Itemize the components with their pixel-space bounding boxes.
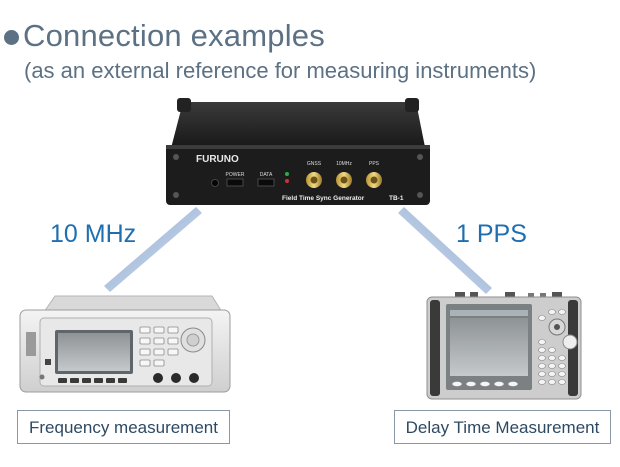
device-name: Field Time Sync Generator — [282, 195, 365, 202]
connection-label-10mhz: 10 MHz — [50, 220, 137, 248]
bullet-icon — [4, 30, 19, 45]
cable-1pps — [398, 207, 492, 294]
page-title: Connection examples — [23, 18, 325, 53]
title-row: Connection examples — [4, 18, 325, 54]
tb1-device: FURUNO POWER DATA GNSS 10MHz PPS Field T… — [166, 98, 430, 205]
port-label-10mhz: 10MHz — [336, 161, 352, 167]
device-brand: FURUNO — [196, 154, 239, 165]
bnc-connector-pps — [366, 172, 382, 188]
cable-10mhz — [104, 207, 202, 292]
connection-label-1pps: 1 PPS — [456, 220, 527, 248]
port-label-data: DATA — [260, 172, 273, 178]
port-label-gnss: GNSS — [307, 161, 322, 167]
caption-frequency-measurement: Frequency measurement — [17, 410, 230, 444]
frequency-counter-instrument — [19, 295, 231, 393]
page-subtitle: (as an external reference for measuring … — [24, 58, 537, 83]
bnc-connector-gnss — [306, 172, 322, 188]
bnc-connector-10mhz — [336, 172, 352, 188]
port-label-power: POWER — [226, 172, 245, 178]
caption-delay-time-measurement: Delay Time Measurement — [394, 410, 611, 444]
device-model: TB-1 — [389, 195, 404, 202]
delay-analyzer-instrument — [426, 292, 582, 400]
port-label-pps: PPS — [369, 161, 380, 167]
